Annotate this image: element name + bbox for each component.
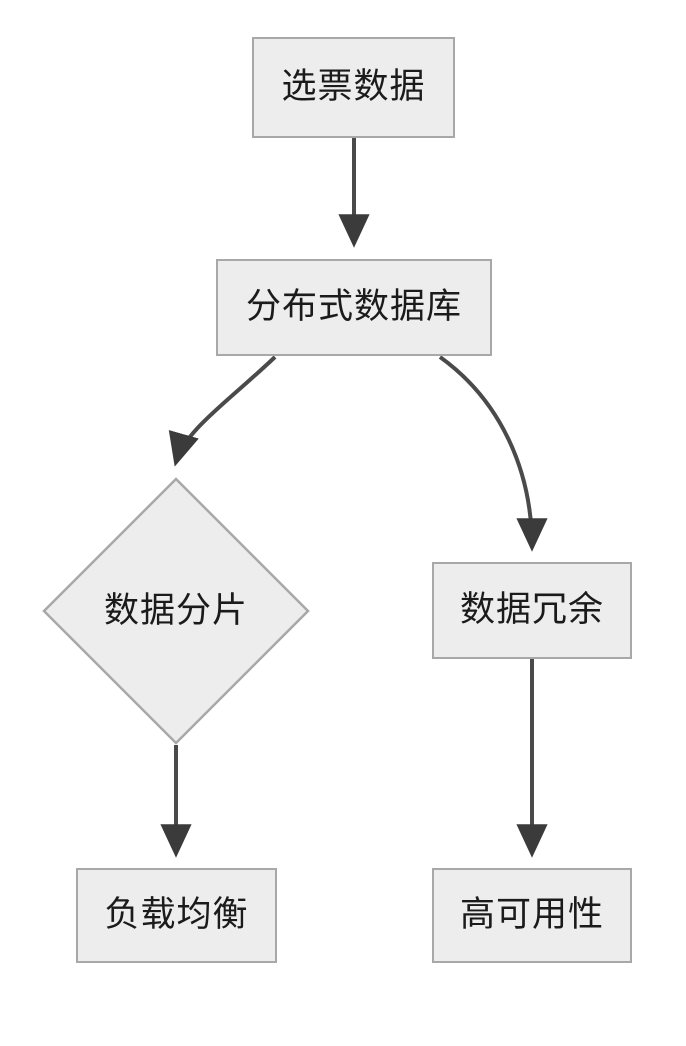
node-availability-label: 高可用性	[459, 895, 604, 935]
node-sharding[interactable]: 数据分片	[42, 477, 310, 745]
node-ballot-data[interactable]: 选票数据	[252, 37, 455, 138]
node-ballot-data-label: 选票数据	[281, 67, 426, 107]
node-distributed-db-label: 分布式数据库	[245, 287, 462, 327]
diamond-shape	[42, 477, 310, 745]
edge-distributed-db-to-sharding	[168, 355, 277, 467]
node-redundancy[interactable]: 数据冗余	[432, 562, 632, 659]
edge-distributed-db-to-redundancy	[438, 355, 548, 552]
node-distributed-db[interactable]: 分布式数据库	[216, 259, 492, 356]
node-redundancy-label: 数据冗余	[459, 590, 604, 630]
node-sharding-label-wrap: 数据分片	[42, 477, 310, 745]
node-load-balance-label: 负载均衡	[104, 895, 249, 935]
node-load-balance[interactable]: 负载均衡	[76, 868, 277, 963]
node-availability[interactable]: 高可用性	[432, 868, 632, 963]
node-sharding-label: 数据分片	[103, 590, 248, 631]
